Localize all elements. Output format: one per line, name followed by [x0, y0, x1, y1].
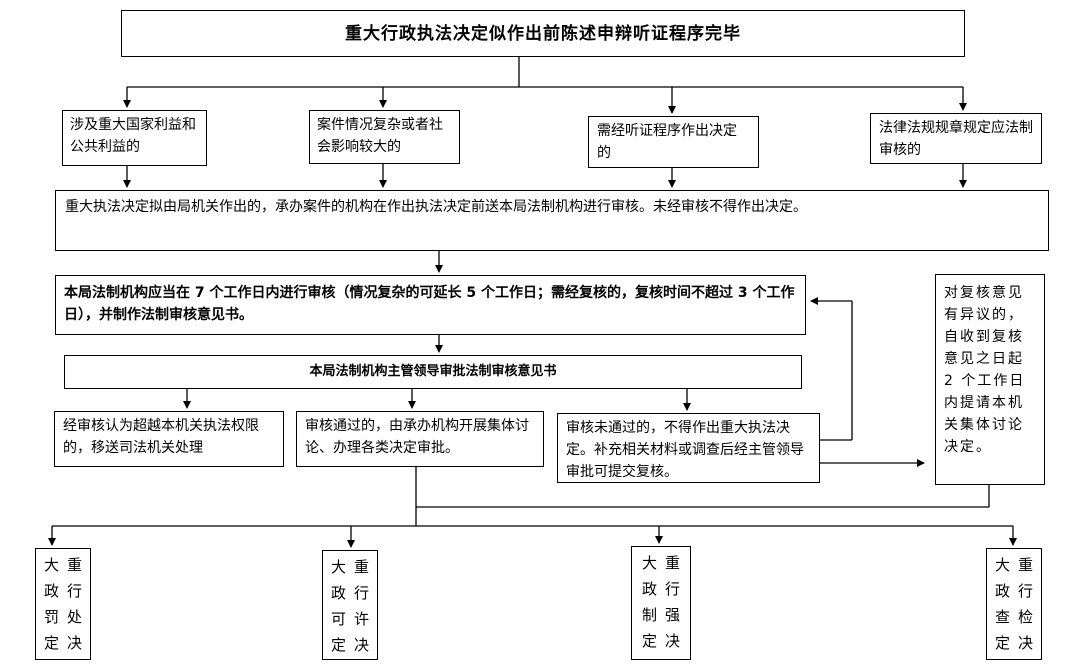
decision-4-col-2: 大政查定 [995, 555, 1010, 654]
decision-3-col2-char-3: 制 [641, 606, 657, 624]
objection-box: 对复核意见有异议的，自收到复核意见之日起 2 个工作日内提请本机关集体讨论决定。 [935, 274, 1045, 485]
outcome-box-2: 审核通过的，由承办机构开展集体讨论、办理各类决定审批。 [296, 411, 544, 467]
decision-2-col1-char-4: 决 [354, 636, 370, 654]
condition-label-1: 涉及重大国家利益和公共利益的 [70, 117, 196, 155]
decision-3-col-1: 重行强决 [665, 553, 680, 652]
decision-2-col2-char-4: 定 [330, 636, 346, 654]
outcome-text-2: 审核通过的，由承办机构开展集体讨论、办理各类决定审批。 [305, 418, 529, 456]
decision-4-col1-char-1: 重 [1018, 556, 1034, 574]
decision-box-3: 重行强决 大政制定 [631, 546, 691, 660]
decision-3-col2-char-2: 政 [641, 580, 657, 598]
condition-box-3: 需经听证程序作出决定的 [588, 116, 759, 168]
decision-1-col-2: 大政罚定 [44, 555, 59, 654]
decision-4-col2-char-2: 政 [994, 582, 1010, 600]
decision-4-col2-char-1: 大 [994, 556, 1010, 574]
decision-box-2: 重行许决 大政可定 [322, 550, 378, 660]
decision-1-col1-char-3: 处 [67, 608, 83, 626]
decision-1-col-1: 重行处决 [67, 555, 82, 654]
review-submission-box: 重大执法决定拟由局机关作出的，承办案件的机构在作出执法决定前送本局法制机构进行审… [55, 190, 1049, 251]
decision-1-col1-char-4: 决 [67, 634, 83, 652]
decision-4-col1-char-3: 检 [1018, 608, 1034, 626]
title-box: 重大行政执法决定似作出前陈述申辩听证程序完毕 [121, 10, 965, 57]
decision-1-col2-char-3: 罚 [43, 608, 59, 626]
decision-3-col1-char-2: 行 [665, 580, 681, 598]
outcome-box-1: 经审核认为超越本机关执法权限的，移送司法机关处理 [54, 411, 284, 467]
decision-1-col1-char-2: 行 [67, 582, 83, 600]
condition-label-4: 法律法规规章规定应法制审核的 [879, 120, 1033, 158]
leader-approval-box: 本局法制机构主管领导审批法制审核意见书 [64, 355, 802, 389]
decision-3-col1-char-3: 强 [665, 606, 681, 624]
review-period-text: 本局法制机构应当在 7 个工作日内进行审核（情况复杂的可延长 5 个工作日；需经… [64, 285, 795, 323]
decision-4-col1-char-4: 决 [1018, 634, 1034, 652]
decision-2-col2-char-1: 大 [330, 558, 346, 576]
condition-box-1: 涉及重大国家利益和公共利益的 [62, 110, 207, 166]
decision-box-4: 重行检决 大政查定 [986, 548, 1042, 660]
decision-4-col1-char-2: 行 [1018, 582, 1034, 600]
outcome-box-3: 审核未通过的，不得作出重大执法决定。补充相关材料或调查后经主管领导审批可提交复核… [557, 413, 820, 483]
page-title: 重大行政执法决定似作出前陈述申辩听证程序完毕 [345, 23, 741, 44]
condition-box-2: 案件情况复杂或者社会影响较大的 [309, 110, 460, 164]
decision-1-col2-char-2: 政 [43, 582, 59, 600]
decision-2-col1-char-1: 重 [354, 558, 370, 576]
objection-text: 对复核意见有异议的，自收到复核意见之日起 2 个工作日内提请本机关集体讨论决定。 [944, 285, 1026, 455]
decision-2-col2-char-2: 政 [330, 584, 346, 602]
leader-approval-text: 本局法制机构主管领导审批法制审核意见书 [309, 364, 557, 379]
review-submission-text: 重大执法决定拟由局机关作出的，承办案件的机构在作出执法决定前送本局法制机构进行审… [65, 199, 807, 215]
decision-3-col1-char-4: 决 [665, 632, 681, 650]
decision-3-col1-char-1: 重 [665, 554, 681, 572]
decision-3-col2-char-1: 大 [641, 554, 657, 572]
outcome-text-1: 经审核认为超越本机关执法权限的，移送司法机关处理 [63, 418, 259, 456]
decision-3-col-2: 大政制定 [642, 553, 657, 652]
decision-4-col2-char-3: 查 [994, 608, 1010, 626]
decision-4-col2-char-4: 定 [994, 634, 1010, 652]
decision-4-col-1: 重行检决 [1018, 555, 1033, 654]
condition-label-3: 需经听证程序作出决定的 [597, 123, 737, 161]
decision-box-1: 重行处决 大政罚定 [35, 548, 91, 660]
decision-2-col1-char-3: 许 [354, 610, 370, 628]
condition-label-2: 案件情况复杂或者社会影响较大的 [317, 117, 443, 155]
review-period-box: 本局法制机构应当在 7 个工作日内进行审核（情况复杂的可延长 5 个工作日；需经… [55, 275, 806, 335]
decision-2-col-1: 重行许决 [354, 557, 369, 656]
decision-1-col2-char-1: 大 [43, 556, 59, 574]
decision-1-col2-char-4: 定 [43, 634, 59, 652]
outcome-text-3: 审核未通过的，不得作出重大执法决定。补充相关材料或调查后经主管领导审批可提交复核… [566, 420, 804, 480]
decision-2-col1-char-2: 行 [354, 584, 370, 602]
decision-2-col-2: 大政可定 [331, 557, 346, 656]
decision-1-col1-char-1: 重 [67, 556, 83, 574]
condition-box-4: 法律法规规章规定应法制审核的 [870, 113, 1042, 164]
decision-2-col2-char-3: 可 [330, 610, 346, 628]
decision-3-col2-char-4: 定 [641, 632, 657, 650]
